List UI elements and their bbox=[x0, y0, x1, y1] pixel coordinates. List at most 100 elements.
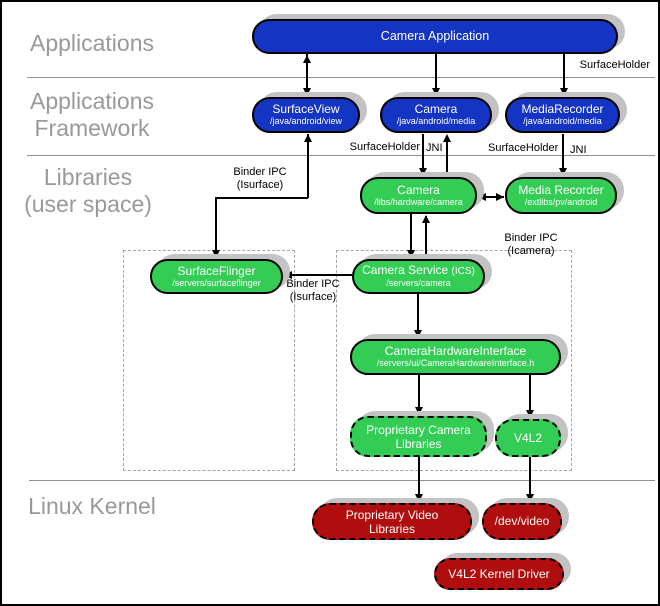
layer-divider-1 bbox=[27, 77, 655, 78]
arrowhead-down bbox=[303, 88, 311, 96]
layer-divider-3 bbox=[29, 480, 655, 481]
node-path: /extlibs/pv/android bbox=[524, 196, 598, 207]
node-camera-java: Camera /java/android/media bbox=[380, 97, 492, 133]
node-title: SurfaceFlinger bbox=[177, 263, 256, 278]
node-path: /servers/camera bbox=[386, 278, 451, 288]
edge-propcamlibs-propvideolibs bbox=[418, 457, 420, 497]
node-path: /libs/hardware/camera bbox=[374, 196, 463, 207]
label-icamera: (Icamera) bbox=[507, 245, 555, 257]
arrowhead-right bbox=[496, 193, 504, 201]
edge-mediarecorder-down bbox=[562, 134, 564, 172]
node-title: Proprietary Video Libraries bbox=[345, 507, 439, 536]
node-camera-application: Camera Application bbox=[252, 19, 618, 54]
node-title: Camera Application bbox=[380, 29, 490, 43]
node-path: /servers/ui/CameraHardwareInterface.h bbox=[376, 358, 535, 368]
node-title: Proprietary Camera Libraries bbox=[366, 422, 471, 451]
edge-service-chi bbox=[417, 294, 419, 334]
edge-service-surfaceflinger bbox=[286, 274, 352, 276]
layer-label-framework: Applications Framework bbox=[26, 88, 158, 142]
node-title-suffix: (ICS) bbox=[451, 266, 475, 277]
layer-label-framework-line2: Framework bbox=[34, 115, 150, 141]
edge-chi-propcamlibs bbox=[418, 375, 420, 411]
arrowhead-down bbox=[432, 88, 440, 96]
label-isurface: (Isurface) bbox=[289, 291, 337, 303]
edge-cameralib-camerajava-up bbox=[446, 136, 448, 177]
label-surfaceholder-top: SurfaceHolder bbox=[579, 59, 650, 71]
label-isurface: (Isurface) bbox=[236, 179, 284, 191]
node-title: V4L2 bbox=[513, 430, 543, 445]
node-surfaceview: SurfaceView /java/android/view bbox=[252, 97, 360, 133]
node-title: Camera bbox=[414, 102, 458, 116]
arrowhead-up bbox=[303, 55, 311, 63]
edge-surfaceview-binder-h bbox=[215, 197, 308, 199]
node-path: /java/android/media bbox=[523, 116, 602, 126]
edge-app-camera bbox=[435, 54, 437, 97]
label-binder-ipc-isurface-2: Binder IPC (Isurface) bbox=[284, 278, 342, 304]
label-surfaceholder-camera: SurfaceHolder bbox=[349, 141, 420, 153]
edge-camerajava-cameralib-down bbox=[422, 134, 424, 172]
group-surfaceflinger-process bbox=[123, 250, 295, 471]
label-binder-ipc: Binder IPC bbox=[286, 278, 340, 290]
layer-label-libraries-line2: (user space) bbox=[24, 191, 152, 217]
edge-cameralib-mediarecorderlib bbox=[479, 196, 504, 198]
layer-label-libraries-line1: Libraries bbox=[43, 164, 133, 190]
label-binder-ipc: Binder IPC bbox=[504, 232, 558, 244]
node-title-text: Camera Service bbox=[362, 263, 449, 277]
node-title: CameraHardwareInterface bbox=[384, 344, 527, 358]
arrowhead-down bbox=[212, 250, 220, 258]
label-binder-ipc: Binder IPC bbox=[233, 166, 287, 178]
node-path: /java/android/media bbox=[396, 116, 476, 126]
layer-label-kernel: Linux Kernel bbox=[28, 493, 156, 519]
arrowhead-down bbox=[559, 168, 567, 176]
node-proprietary-video-libraries: Proprietary Video Libraries bbox=[312, 503, 472, 540]
layer-label-libraries: Libraries (user space) bbox=[14, 164, 162, 218]
arrowhead-down bbox=[526, 410, 534, 418]
edge-chi-v4l2 bbox=[529, 375, 531, 414]
arrowhead-up bbox=[304, 134, 312, 142]
layer-label-framework-line1: Applications bbox=[29, 88, 155, 114]
arrowhead-down bbox=[415, 494, 423, 502]
node-mediarecorder-java: MediaRecorder /java/android/media bbox=[505, 97, 620, 133]
arrowhead-down bbox=[414, 330, 422, 338]
layer-label-applications: Applications bbox=[29, 30, 155, 56]
label-surfaceholder-mediarecorder: SurfaceHolder bbox=[488, 142, 559, 154]
node-v4l2: V4L2 bbox=[495, 419, 561, 457]
group-camera-service-process bbox=[336, 250, 572, 471]
node-title: MediaRecorder bbox=[521, 102, 604, 116]
arrowhead-left bbox=[284, 271, 292, 279]
edge-cameralib-service-down bbox=[410, 214, 412, 254]
node-proprietary-camera-libraries: Proprietary Camera Libraries bbox=[350, 416, 487, 457]
label-binder-ipc-isurface-1: Binder IPC (Isurface) bbox=[228, 166, 292, 192]
node-path: /java/android/view bbox=[269, 116, 343, 126]
arrowhead-down bbox=[560, 88, 568, 96]
label-jni-mediarecorder: JNI bbox=[570, 144, 587, 156]
edge-app-surfaceview bbox=[306, 54, 308, 97]
edge-app-mediarecorder bbox=[563, 54, 565, 97]
node-camera-lib: Camera /libs/hardware/camera bbox=[360, 177, 477, 214]
node-title: Camera Service (ICS) bbox=[362, 264, 475, 278]
edge-surfaceview-binder-v2 bbox=[215, 197, 217, 253]
node-title: /dev/video bbox=[494, 514, 550, 528]
node-title: V4L2 Kernel Driver bbox=[448, 566, 550, 581]
node-camera-hardware-interface: CameraHardwareInterface /servers/ui/Came… bbox=[350, 339, 561, 375]
arrowhead-down bbox=[526, 494, 534, 502]
arrowhead-left bbox=[478, 193, 486, 201]
arrowhead-down bbox=[419, 168, 427, 176]
label-binder-ipc-icamera: Binder IPC (Icamera) bbox=[500, 232, 562, 258]
node-title: Camera bbox=[397, 182, 440, 197]
node-dev-video: /dev/video bbox=[482, 503, 562, 540]
node-v4l2-kernel-driver: V4L2 Kernel Driver bbox=[434, 558, 564, 590]
edge-service-cameralib-up bbox=[425, 216, 427, 259]
node-title: SurfaceView bbox=[272, 102, 340, 116]
edge-v4l2-devvideo bbox=[529, 457, 531, 497]
layer-divider-2 bbox=[27, 155, 655, 156]
node-title: Media Recorder bbox=[518, 182, 604, 197]
node-path: /servers/surfaceflinger bbox=[172, 277, 261, 288]
edge-surfaceview-binder-v1 bbox=[307, 134, 309, 198]
arrowhead-up bbox=[443, 134, 451, 142]
arrowhead-down bbox=[415, 407, 423, 415]
node-surfaceflinger: SurfaceFlinger /servers/surfaceflinger bbox=[150, 259, 283, 294]
node-media-recorder-lib: Media Recorder /extlibs/pv/android bbox=[505, 177, 617, 214]
label-jni-camera: JNI bbox=[426, 142, 443, 154]
